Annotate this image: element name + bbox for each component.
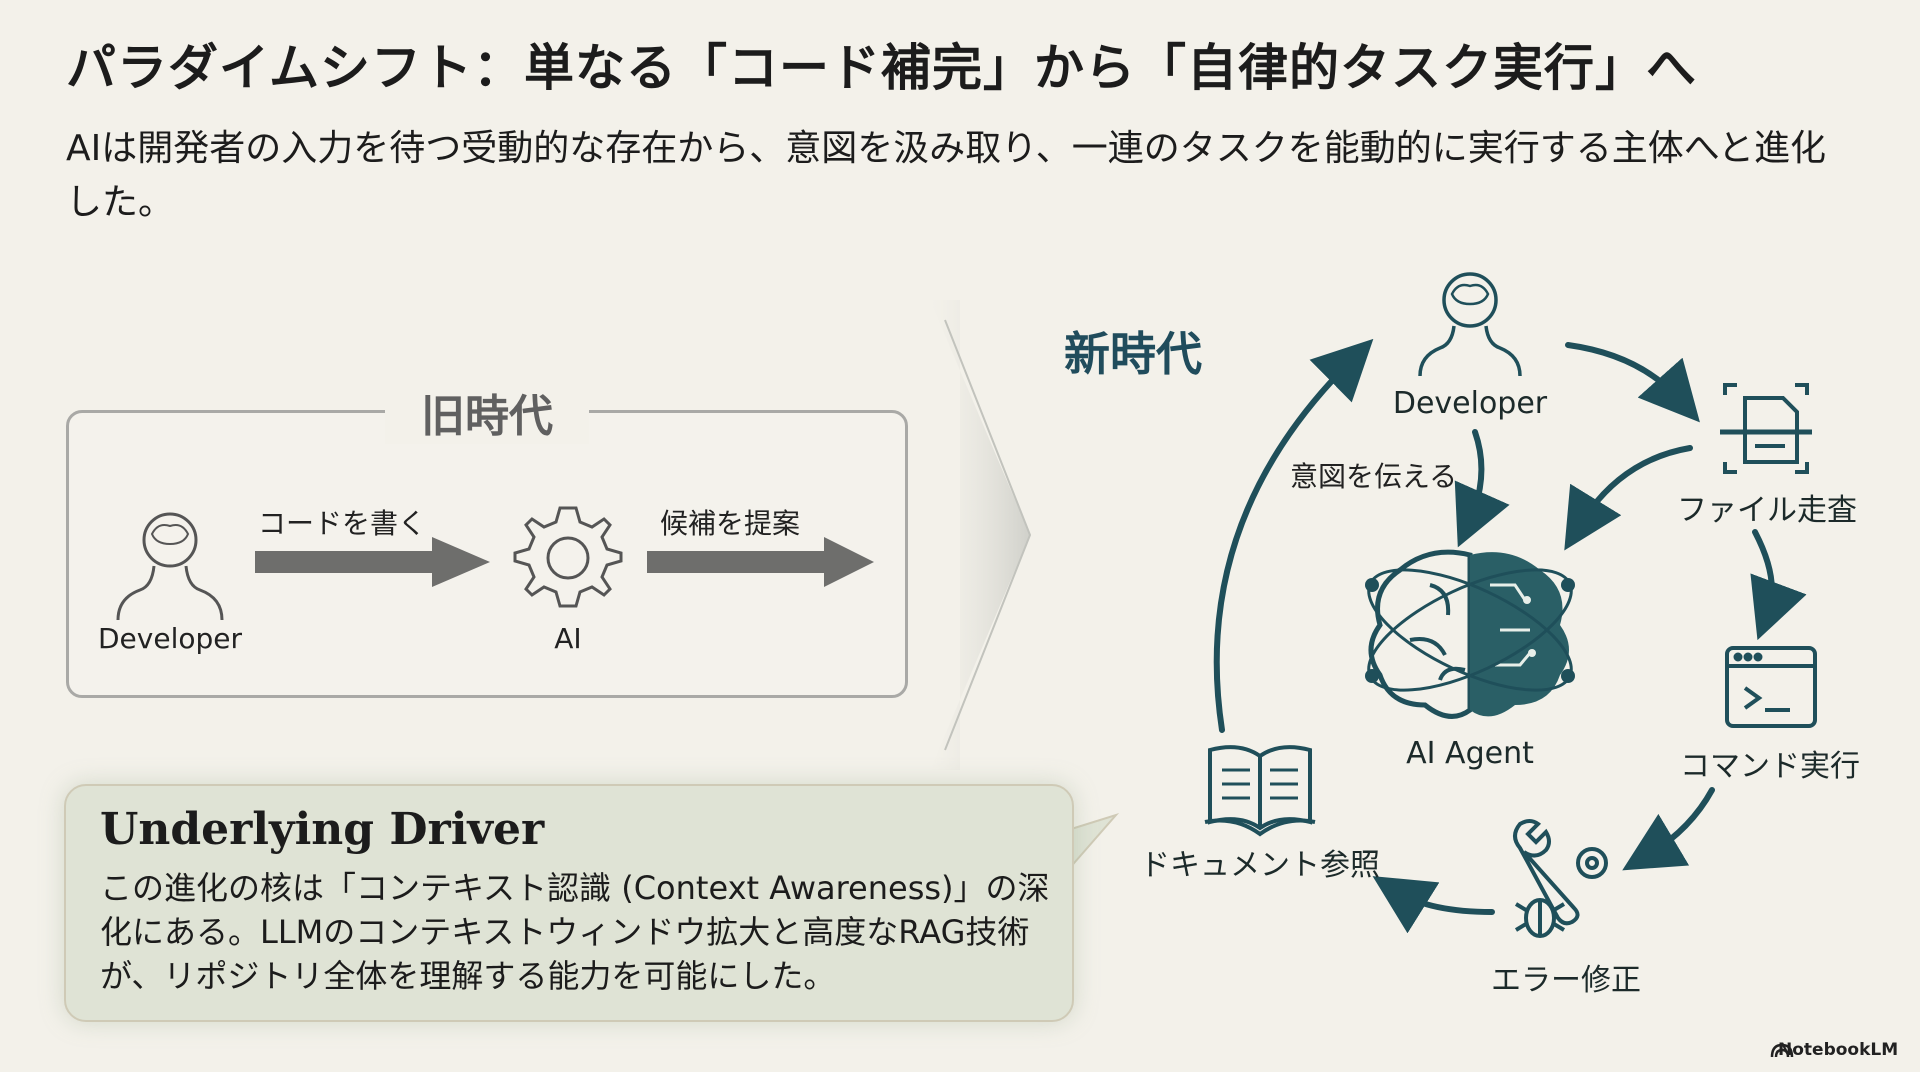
new-developer-icon <box>1418 272 1522 377</box>
gear-icon <box>513 506 623 608</box>
old-arrow-suggest <box>647 537 874 587</box>
arrow-developer-to-file <box>1565 342 1700 423</box>
command-label: コマンド実行 <box>1680 749 1860 784</box>
note-body: この進化の核は「コンテキスト認識 (Context Awareness)」の深化… <box>100 869 1050 995</box>
note-title: Underlying Driver <box>100 804 545 855</box>
old-developer-icon <box>116 512 224 621</box>
old-arrow-write-code <box>255 537 490 587</box>
new-developer-label: Developer <box>1392 386 1548 421</box>
ai-agent-label: AI Agent <box>1406 736 1534 771</box>
note-pointer <box>1067 812 1120 873</box>
open-book-icon <box>1204 745 1316 837</box>
page-subtitle: AIは開発者の入力を待つ受動的な存在から、意図を汲み取り、一連のタスクを能動的に… <box>66 128 1827 223</box>
error-fix-label: エラー修正 <box>1491 963 1641 998</box>
arrow-docs-to-developer <box>1213 338 1374 733</box>
new-era-label: 新時代 <box>1064 327 1202 381</box>
old-arrow-label-suggest: 候補を提案 <box>660 507 801 540</box>
old-developer-label: Developer <box>97 622 242 655</box>
old-arrow-label-write: コードを書く <box>258 507 427 540</box>
era-chevron-divider <box>930 300 1030 770</box>
file-scan-label: ファイル走査 <box>1677 493 1857 528</box>
old-ai-label: AI <box>554 622 582 655</box>
file-scan-icon <box>1720 383 1812 474</box>
ai-agent-brain-icon <box>1365 549 1575 719</box>
arrow-error-to-docs <box>1372 876 1495 934</box>
old-era-label: 旧時代 <box>385 380 589 444</box>
page-title: パラダイムシフト：単なる「コード補完」から「自律的タスク実行」へ <box>66 39 1697 97</box>
arrow-command-to-error <box>1622 787 1715 871</box>
arrow-file-to-command <box>1750 529 1807 641</box>
intent-label: 意図を伝える <box>1290 460 1458 493</box>
arrow-developer-to-agent <box>1454 429 1510 548</box>
footer-brand: NotebookLM <box>1778 1040 1899 1060</box>
wrench-bug-icon <box>1513 819 1608 938</box>
terminal-icon <box>1725 646 1817 728</box>
docs-label: ドキュメント参照 <box>1140 848 1380 883</box>
underlying-driver-note <box>64 784 1074 1022</box>
arrow-file-to-agent <box>1564 445 1693 551</box>
notebooklm-logo-icon <box>1770 1043 1794 1058</box>
